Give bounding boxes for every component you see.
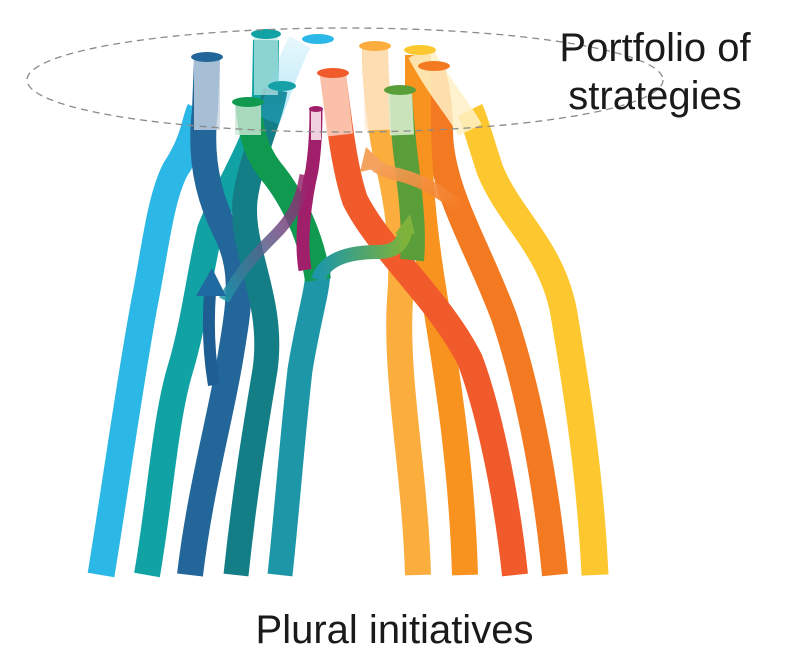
stream-caps-group: [191, 29, 450, 112]
faded-top-sky: [256, 36, 311, 125]
faded-top-olive: [388, 91, 414, 136]
stream-steel-teal: [267, 269, 331, 577]
cap-teal-small: [268, 81, 296, 91]
cap-yellow: [404, 45, 436, 55]
arrow-teal-to-green: [311, 230, 412, 283]
stream-yellow: [457, 103, 609, 576]
arrow-up-dark-blue-head: [196, 268, 226, 296]
cap-sky-blue: [302, 34, 334, 44]
faded-top-light-orange: [362, 47, 391, 131]
cap-olive: [384, 85, 416, 95]
stream-deep-orange: [419, 64, 568, 577]
cap-light-orange: [359, 41, 391, 51]
stream-sky-blue: [87, 103, 213, 578]
plural-initiatives-label: Plural initiatives: [255, 608, 534, 652]
cap-green: [232, 97, 264, 107]
arrow-orange-back-head: [360, 147, 386, 172]
arrow-up-dark-blue: [202, 291, 220, 387]
portfolio-ellipse: [26, 27, 664, 133]
stream-red-orange: [320, 73, 528, 577]
cap-deep-orange: [418, 61, 450, 71]
portfolio-label-line1: Portfolio of: [559, 26, 751, 70]
arrows-group: [196, 147, 467, 387]
faded-top-red-orange: [320, 73, 353, 137]
arrow-teal-to-green-head: [395, 214, 415, 234]
cap-magenta: [309, 106, 323, 112]
cap-teal: [251, 29, 281, 39]
faded-tops-group: [194, 36, 482, 140]
portfolio-label-line2: strategies: [568, 74, 742, 118]
portfolio-label: Portfolio of strategies: [540, 24, 770, 120]
stream-dark-blue: [177, 59, 252, 577]
cap-dark-blue: [191, 52, 223, 62]
cap-red-orange: [317, 68, 349, 78]
arrow-to-magenta: [219, 174, 311, 303]
